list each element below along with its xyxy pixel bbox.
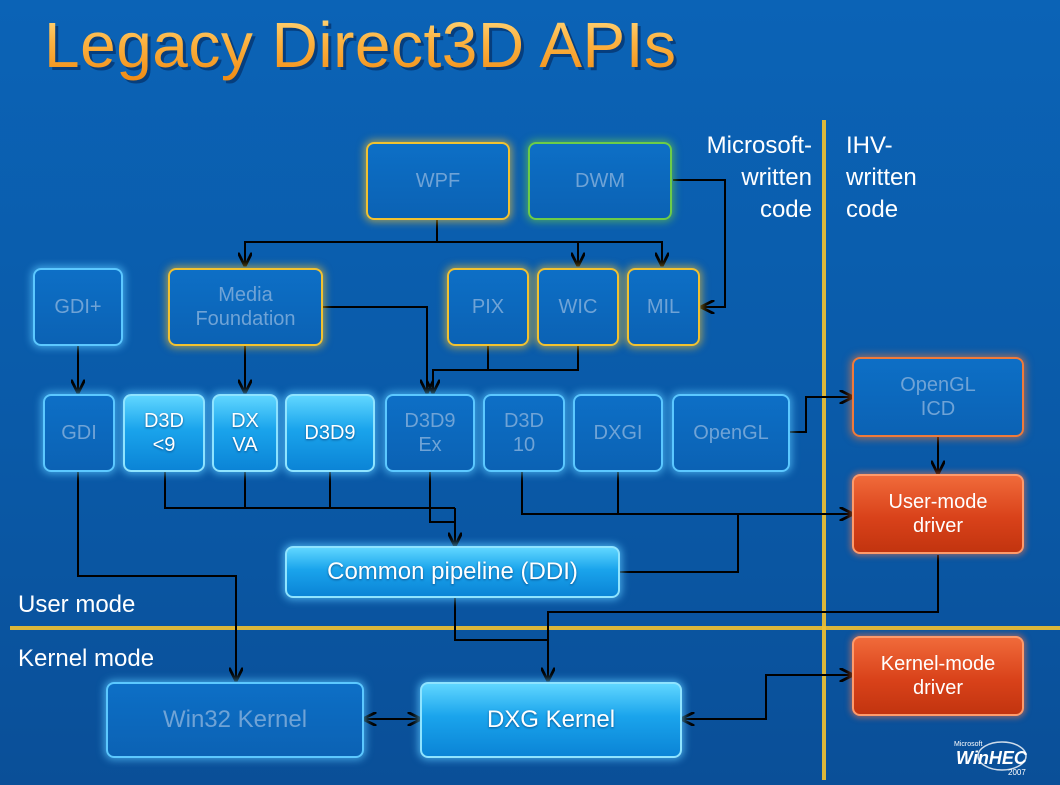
- winhec-logo: Microsoft WinHEC 2007: [954, 741, 1028, 777]
- umd-to-dxg-line: [547, 555, 939, 640]
- d3d-lt9-to-pipeline-line: [164, 472, 455, 509]
- opengl-to-icd-arrow: [790, 397, 852, 433]
- gdiplus-box: GDI+: [33, 268, 123, 346]
- wpf-to-media-foundation-arrow: [245, 220, 438, 265]
- dxg-kernel-box: DXG Kernel: [420, 682, 682, 758]
- logo-brand-text: WinHEC: [956, 748, 1028, 768]
- wpf-to-mil-arrow: [578, 241, 662, 265]
- pix-box: PIX: [447, 268, 529, 346]
- dxg-kmd-double-arrow: [682, 675, 852, 719]
- logo-year-text: 2007: [1008, 768, 1026, 777]
- pix-to-d3d9ex-arrow: [433, 345, 489, 392]
- common-pipeline-box: Common pipeline (DDI): [285, 546, 620, 598]
- d3d10-to-umd-arrow: [521, 472, 852, 514]
- opengl-icd-box: OpenGL ICD: [852, 357, 1024, 437]
- wic-to-d3d9ex-line: [488, 345, 579, 371]
- d3d9-box: D3D9: [285, 394, 375, 472]
- gdi-to-win32-arrow: [77, 472, 236, 680]
- dxva-box: DX VA: [212, 394, 278, 472]
- opengl-box: OpenGL: [672, 394, 790, 472]
- kernel-mode-driver-box: Kernel-mode driver: [852, 636, 1024, 716]
- wic-box: WIC: [537, 268, 619, 346]
- dwm-box: DWM: [528, 142, 672, 220]
- d3d10-box: D3D 10: [483, 394, 565, 472]
- wpf-to-wic-arrow: [437, 241, 578, 265]
- user-mode-label: User mode: [18, 591, 136, 618]
- user-mode-driver-box: User-mode driver: [852, 474, 1024, 554]
- wpf-box: WPF: [366, 142, 510, 220]
- gdi-box: GDI: [43, 394, 115, 472]
- d3d-lt9-box: D3D <9: [123, 394, 205, 472]
- dwm-to-mil-arrow: [673, 179, 726, 307]
- dxgi-box: DXGI: [573, 394, 663, 472]
- ihv-written-label: IHV- written code: [846, 132, 917, 223]
- kernel-mode-label: Kernel mode: [18, 645, 155, 672]
- microsoft-written-label: Microsoft- written code: [706, 132, 812, 223]
- win32-kernel-box: Win32 Kernel: [106, 682, 364, 758]
- pipeline-to-umd-line: [620, 514, 739, 573]
- d3d9ex-box: D3D9 Ex: [385, 394, 475, 472]
- page-title-shadow: Legacy Direct3D APIs: [47, 11, 680, 85]
- logo-microsoft-text: Microsoft: [954, 741, 982, 748]
- page-title: Legacy Direct3D APIs: [44, 9, 677, 81]
- media-foundation-box: Media Foundation: [168, 268, 323, 346]
- pipeline-to-dxg-arrow: [454, 598, 548, 680]
- media-foundation-to-d3d9ex-arrow: [323, 306, 427, 392]
- mil-box: MIL: [627, 268, 700, 346]
